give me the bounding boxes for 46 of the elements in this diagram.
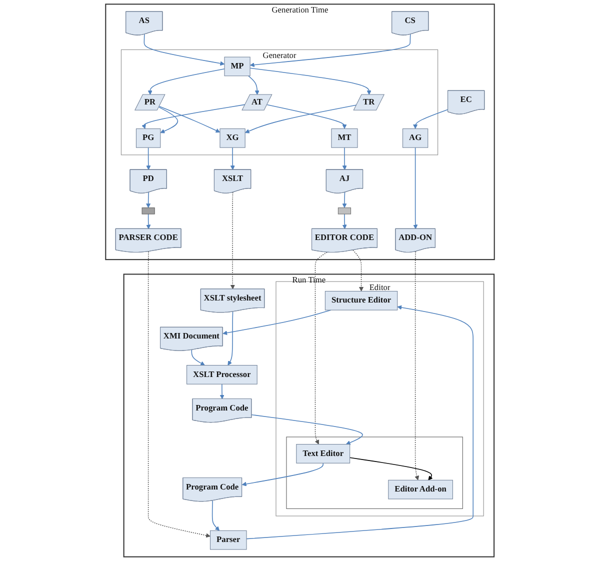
arrow [230,192,235,290]
arrow [146,214,151,230]
node-box: AG [402,128,428,148]
arrow [158,106,178,134]
arrow [242,462,324,486]
node-box: XSLT Processor [186,365,258,384]
cluster [286,436,463,509]
arrow [266,104,347,129]
arrow [251,414,363,445]
arrow [142,104,246,129]
arrow [148,251,210,538]
node-box [142,208,155,214]
node-box: XG [220,128,246,148]
arrow [352,250,364,292]
arrow [248,75,260,95]
arrow [342,214,347,230]
arrow [250,34,411,68]
arrow [349,457,433,480]
node-box [338,208,352,214]
arrow [146,192,151,208]
arrow [314,252,328,444]
arrow [222,310,332,336]
node-box: Editor Add-on [388,480,453,500]
arrow [414,251,420,480]
node-box: Parser [210,530,247,550]
arrow [342,147,347,170]
arrow [212,500,220,531]
arrow [148,68,225,95]
node-box: MP [224,56,250,76]
arrow [144,34,225,66]
node-box: Text Editor [296,444,350,464]
node-box: MT [331,128,358,148]
arrow [191,350,205,366]
arrow [413,147,418,230]
node-box: Structure Editor [324,290,398,310]
arrow [159,106,220,133]
arrow [250,68,372,95]
arrow [244,104,357,134]
arrow [342,192,347,208]
arrow [220,384,224,400]
node-box: PG [136,128,161,148]
arrow [413,109,448,129]
arrow [230,147,235,170]
arrow [228,311,234,366]
arrow [146,147,151,170]
arrow [246,305,474,540]
